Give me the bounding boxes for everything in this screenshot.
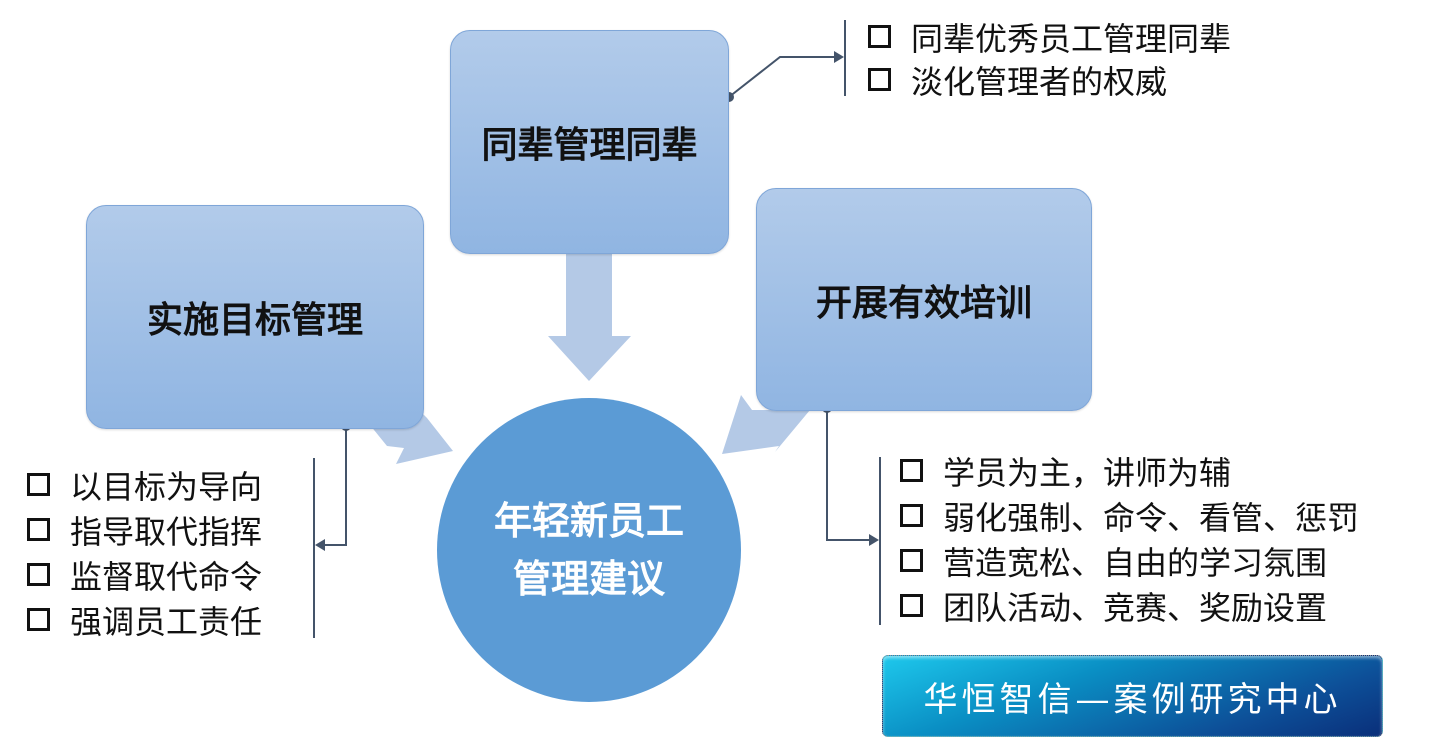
checkbox-icon (900, 594, 923, 617)
list-item-text: 指导取代指挥 (70, 512, 263, 551)
list-item: 弱化强制、命令、看管、惩罚 (900, 493, 1359, 538)
list-item-text: 学员为主，讲师为辅 (943, 453, 1232, 492)
list-item: 团队活动、竞赛、奖励设置 (900, 583, 1359, 628)
list-item: 强调员工责任 (27, 597, 262, 642)
logo-banner: 华恒智信—案例研究中心 (882, 655, 1383, 737)
right-diagonal-arrow (722, 395, 810, 454)
peer-management-label: 同辈管理同辈 (481, 125, 698, 166)
center-circle: 年轻新员工 管理建议 (437, 398, 741, 702)
checkbox-icon (868, 25, 891, 48)
list-item-text: 强调员工责任 (70, 602, 263, 641)
list-item: 指导取代指挥 (27, 507, 262, 552)
goal-management-box: 实施目标管理 (86, 205, 424, 429)
list-item-text: 监督取代命令 (70, 557, 263, 596)
checkbox-icon (27, 518, 50, 541)
list-item: 营造宽松、自由的学习氛围 (900, 538, 1359, 583)
training-list: 学员为主，讲师为辅 弱化强制、命令、看管、惩罚 营造宽松、自由的学习氛围 团队活… (900, 448, 1359, 628)
list-item-text: 以目标为导向 (70, 467, 263, 506)
list-item: 监督取代命令 (27, 552, 262, 597)
list-item: 同辈优秀员工管理同辈 (868, 15, 1231, 58)
down-arrow (548, 252, 631, 381)
training-label: 开展有效培训 (815, 282, 1032, 324)
checkbox-icon (868, 68, 891, 91)
goal-management-label: 实施目标管理 (146, 300, 363, 341)
peer-list: 同辈优秀员工管理同辈 淡化管理者的权威 (868, 15, 1231, 101)
list-item-text: 同辈优秀员工管理同辈 (911, 19, 1232, 58)
checkbox-icon (900, 459, 923, 482)
checkbox-icon (900, 549, 923, 572)
peer-management-box: 同辈管理同辈 (450, 30, 729, 254)
list-item-text: 营造宽松、自由的学习氛围 (943, 543, 1328, 582)
center-title-line2: 管理建议 (512, 557, 665, 601)
goal-list: 以目标为导向 指导取代指挥 监督取代命令 强调员工责任 (27, 462, 262, 642)
list-item-text: 团队活动、竞赛、奖励设置 (943, 588, 1328, 627)
list-item: 以目标为导向 (27, 462, 262, 507)
training-box: 开展有效培训 (756, 188, 1092, 411)
list-item: 淡化管理者的权威 (868, 58, 1231, 101)
checkbox-icon (27, 563, 50, 586)
list-item: 学员为主，讲师为辅 (900, 448, 1359, 493)
list-item-text: 弱化强制、命令、看管、惩罚 (943, 498, 1360, 537)
logo-text: 华恒智信—案例研究中心 (923, 679, 1342, 720)
list-item-text: 淡化管理者的权威 (911, 62, 1168, 101)
checkbox-icon (900, 504, 923, 527)
checkbox-icon (27, 473, 50, 496)
center-title-line1: 年轻新员工 (493, 499, 684, 543)
checkbox-icon (27, 608, 50, 631)
